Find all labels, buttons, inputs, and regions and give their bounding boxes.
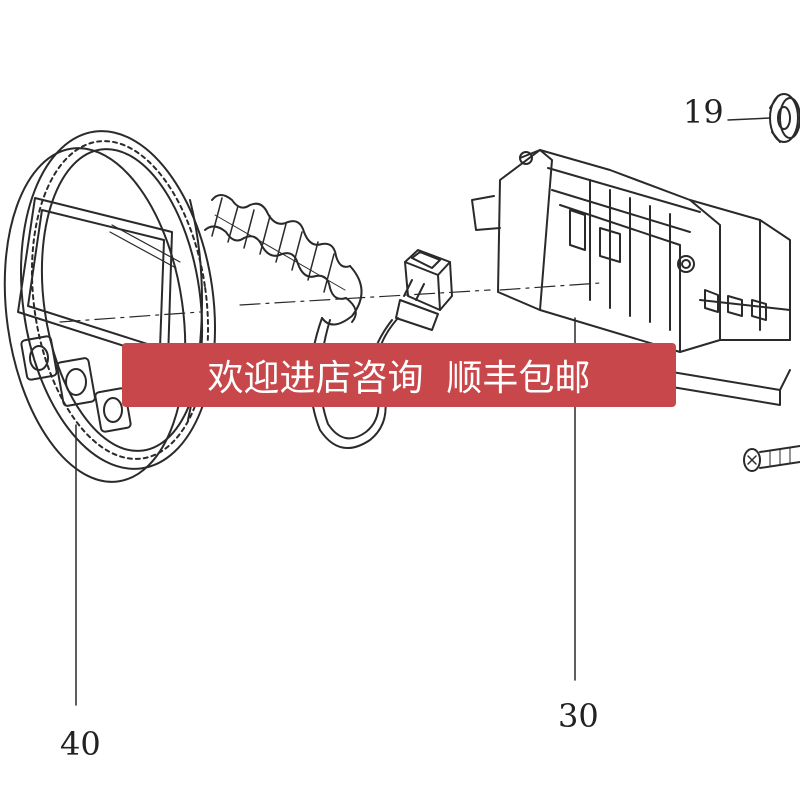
hex-nut (769, 93, 800, 143)
coiled-cable (204, 194, 399, 449)
display-module (3, 130, 217, 483)
screw (743, 445, 800, 472)
electronics-insert (471, 149, 791, 406)
callout-30: 30 (558, 697, 599, 735)
assembly-axis (59, 282, 601, 323)
button-right (94, 387, 132, 433)
button-middle (56, 357, 96, 407)
leader-line-19 (727, 117, 771, 121)
callout-40: 40 (60, 725, 101, 763)
promo-banner: 欢迎进店咨询 顺丰包邮 (122, 343, 676, 407)
button-left (20, 335, 58, 381)
callout-19: 19 (683, 93, 724, 131)
plug-connector (395, 249, 453, 331)
